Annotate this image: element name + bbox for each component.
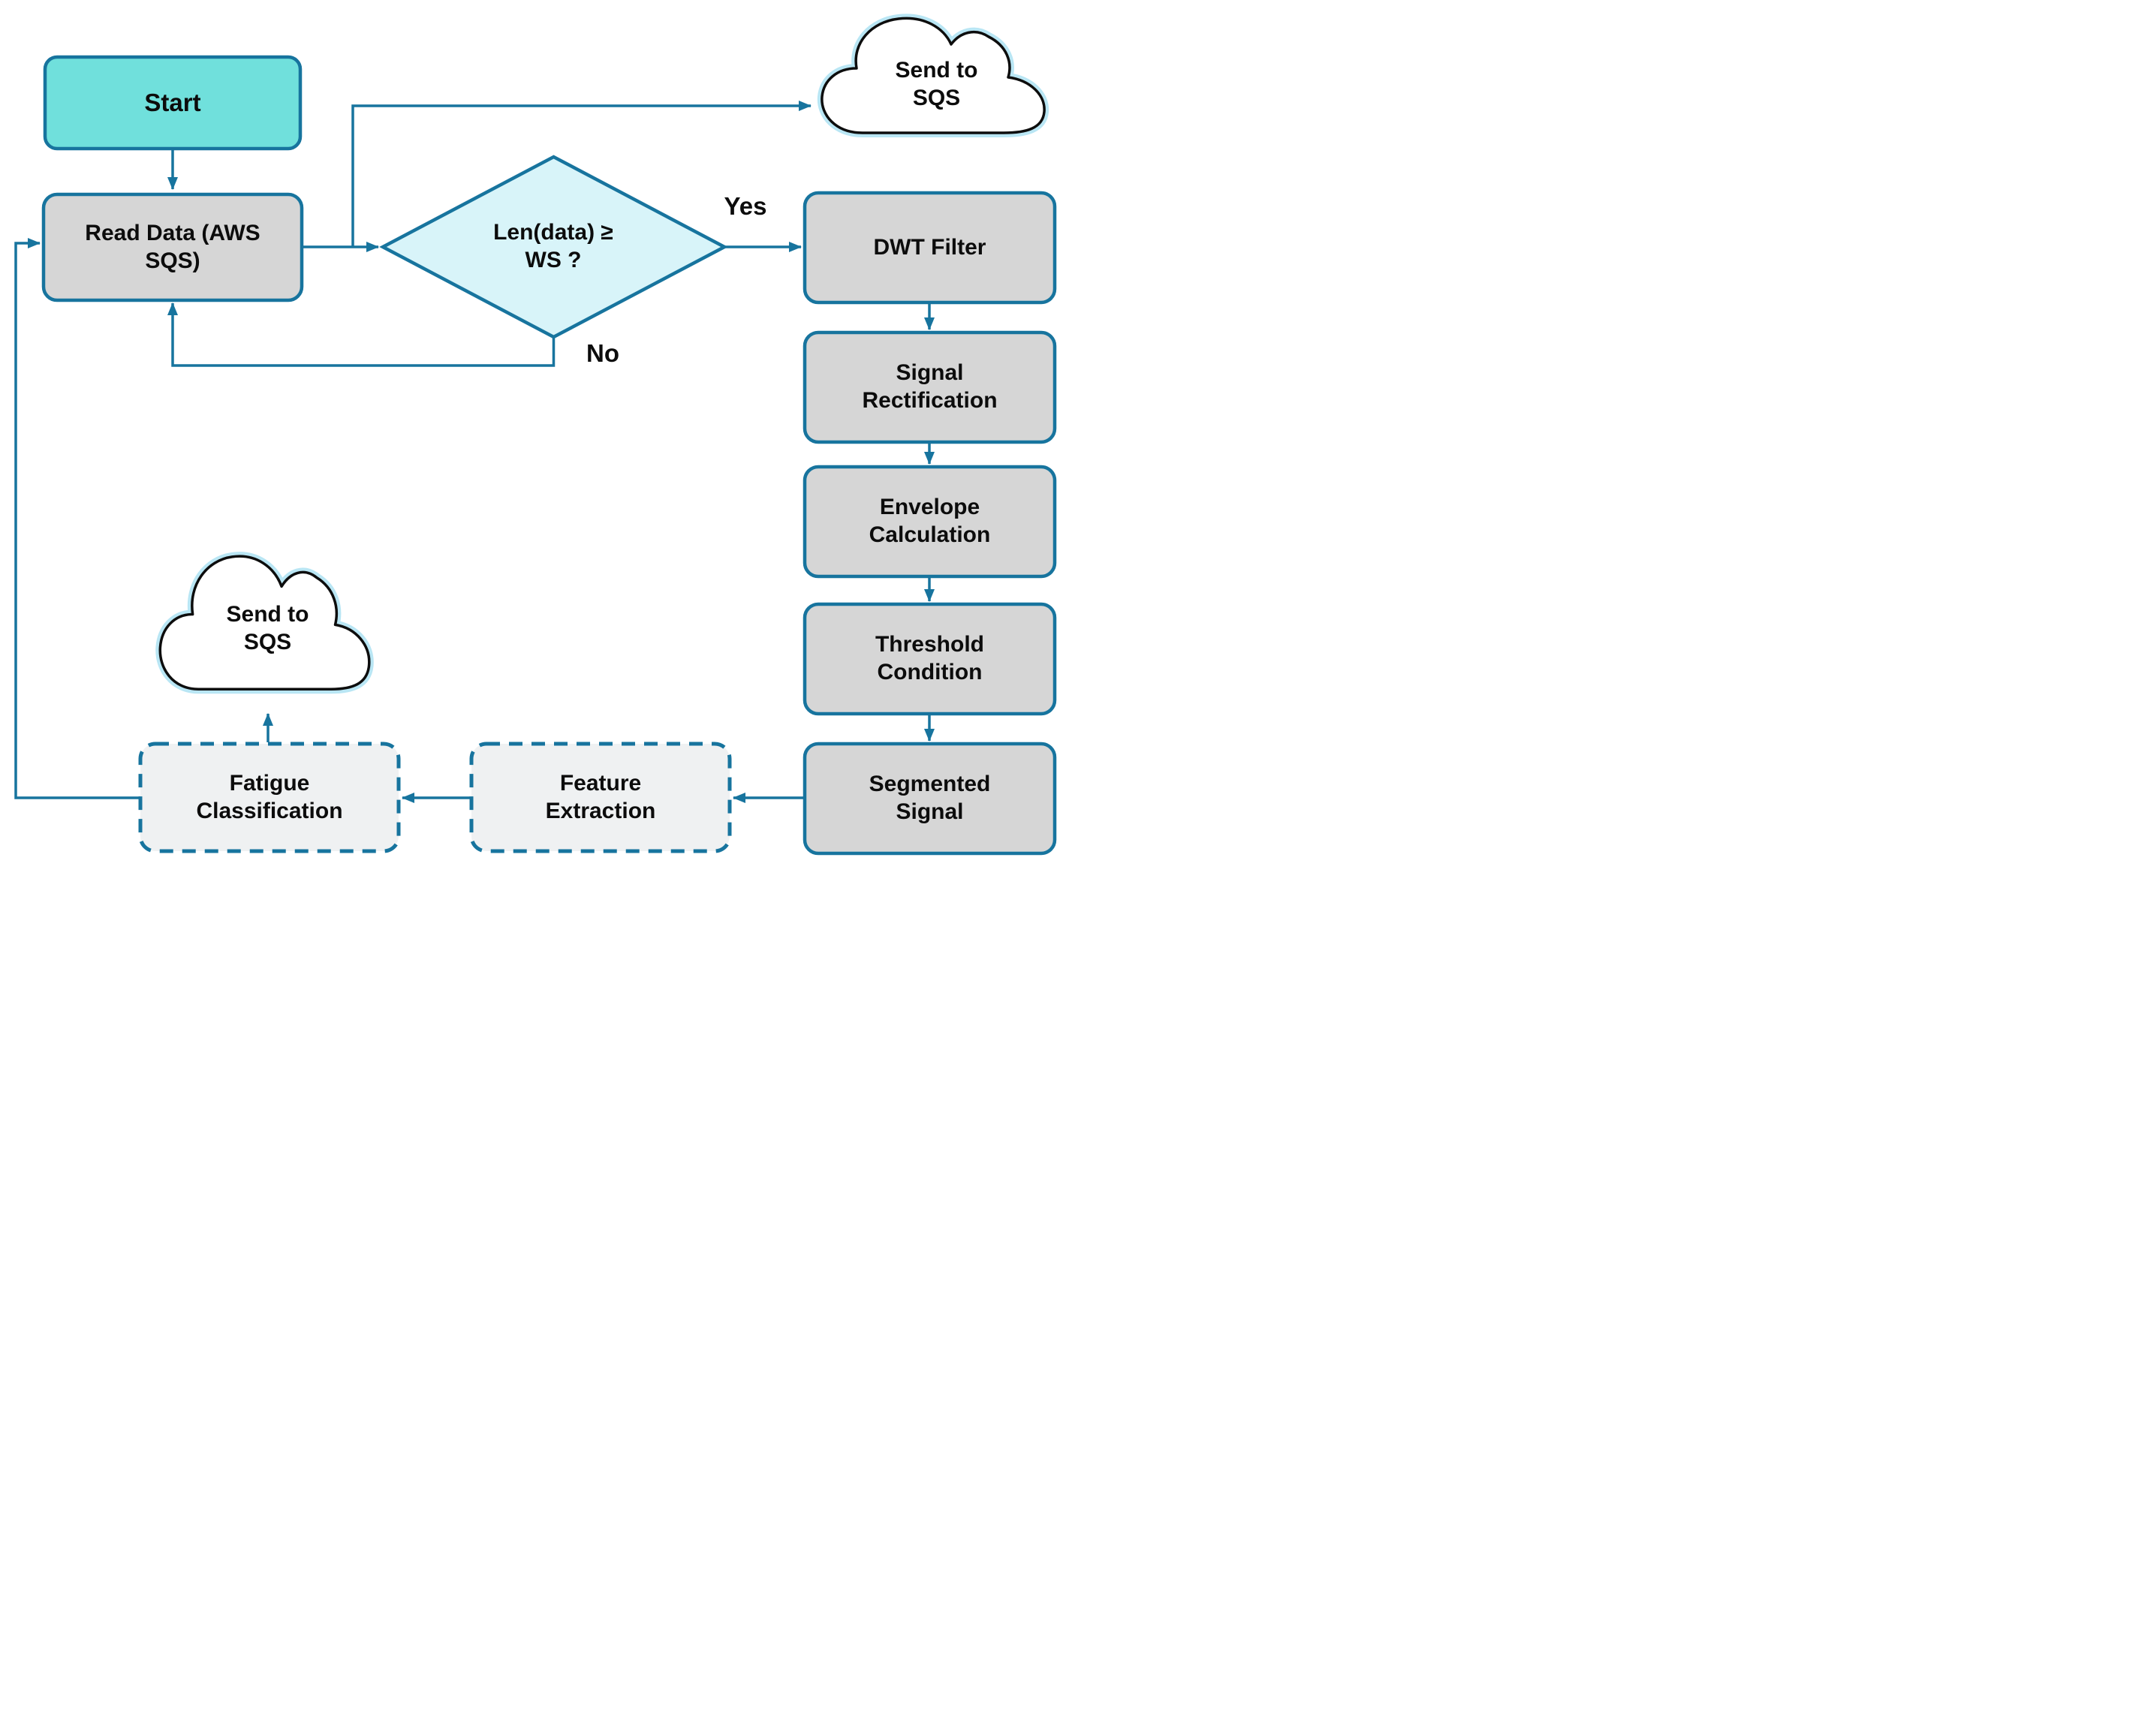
flowchart-canvas: Start Read Data (AWS SQS) Len(data) ≥ WS…	[0, 0, 1074, 868]
envelope-calculation-node-shape	[802, 465, 1057, 579]
cloud-top-shape	[817, 14, 1049, 137]
cloud-bottom-shape	[160, 556, 369, 689]
edges-group	[14, 101, 935, 803]
segmented-signal-node-shape	[802, 742, 1057, 856]
edge-decision-no-to-read-data	[167, 302, 556, 367]
start-node-shape	[43, 55, 303, 151]
fatigue-classification-node-shape	[138, 742, 401, 853]
read-data-node-shape	[41, 192, 304, 302]
signal-rectification-node-shape	[802, 330, 1057, 444]
edge-read-data-to-cloud-top	[351, 101, 812, 247]
cloud-top-outline	[821, 17, 1046, 134]
feature-extraction-node-shape	[469, 742, 732, 853]
dwt-filter-node-shape	[802, 191, 1057, 305]
decision-diamond-shape	[379, 155, 728, 339]
cloud-bottom-outline	[160, 556, 369, 689]
threshold-condition-node-shape	[802, 602, 1057, 716]
flowchart-shapes-layer	[14, 14, 1057, 856]
edge-fatigue-loop-to-read-data	[14, 238, 140, 799]
